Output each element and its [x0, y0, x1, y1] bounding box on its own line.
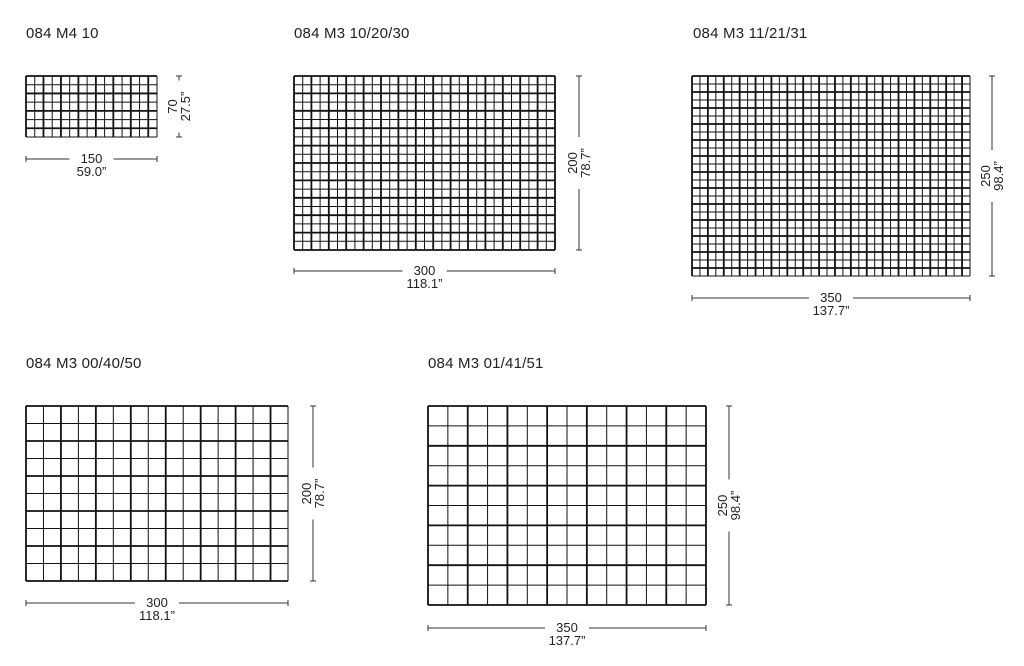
height-inch-label: 98.4”	[728, 491, 743, 521]
rug-title-2: 084 M3 10/20/30	[294, 25, 410, 42]
width-cm-label: 350	[820, 290, 842, 305]
rug-title-5: 084 M3 01/41/51	[428, 355, 544, 372]
rug-grid	[691, 75, 971, 277]
width-inch-label: 59.0”	[77, 164, 107, 179]
width-inch-label: 137.7”	[549, 633, 586, 648]
width-inch-label: 118.1”	[407, 276, 443, 291]
rug-grid	[25, 75, 158, 138]
width-inch-label: 118.1”	[139, 608, 175, 623]
height-cm-label: 70	[165, 99, 180, 113]
rug-grid	[427, 405, 707, 606]
height-cm-label: 250	[715, 495, 730, 517]
rug-title-3: 084 M3 11/21/31	[693, 25, 808, 42]
width-inch-label: 137.7”	[813, 303, 850, 318]
width-cm-label: 350	[556, 620, 578, 635]
width-cm-label: 300	[146, 595, 168, 610]
rug-grid	[25, 405, 289, 582]
height-inch-label: 78.7”	[578, 148, 593, 178]
height-cm-label: 250	[978, 165, 993, 187]
height-inch-label: 27.5”	[178, 92, 193, 122]
rug-title-1: 084 M4 10	[26, 25, 99, 42]
height-cm-label: 200	[299, 483, 314, 505]
width-cm-label: 300	[414, 263, 436, 278]
rug-grid	[293, 75, 556, 251]
height-inch-label: 98.4”	[991, 161, 1006, 191]
height-cm-label: 200	[565, 152, 580, 174]
rug-title-4: 084 M3 00/40/50	[26, 355, 142, 372]
width-cm-label: 150	[81, 151, 103, 166]
height-inch-label: 78.7”	[312, 479, 327, 509]
